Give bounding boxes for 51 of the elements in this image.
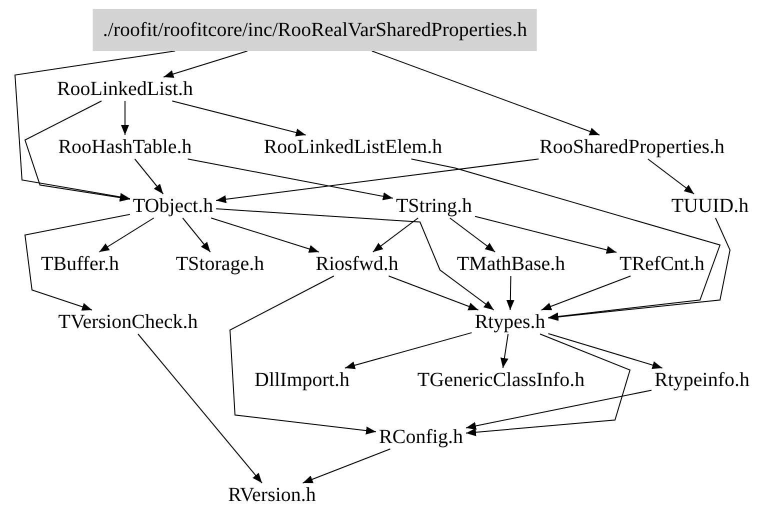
arrow — [98, 218, 154, 252]
file-label: TString.h — [392, 194, 476, 218]
file-label: TStorage.h — [172, 252, 268, 276]
arrow — [410, 158, 721, 320]
arrow — [210, 218, 320, 253]
arrow — [216, 208, 494, 310]
arrow — [172, 100, 306, 136]
arrow — [229, 276, 376, 434]
arrow — [466, 390, 652, 430]
arrow — [163, 50, 248, 78]
arrow — [302, 448, 391, 484]
arrow — [548, 218, 731, 321]
file-label: RVersion.h — [225, 483, 319, 507]
file-label: DllImport.h — [252, 368, 352, 392]
arrow — [372, 218, 419, 252]
arrow — [500, 334, 509, 368]
file-label: TUUID.h — [668, 194, 752, 218]
arrow — [466, 334, 631, 436]
arrow — [388, 276, 479, 310]
arrow — [474, 216, 617, 254]
file-label: TMathBase.h — [454, 252, 568, 276]
arrow — [216, 158, 540, 204]
file-label: RooLinkedList.h — [54, 77, 196, 101]
file-label: TRefCnt.h — [616, 252, 708, 276]
arrow — [647, 158, 695, 194]
arrow — [187, 158, 394, 200]
arrow — [548, 333, 663, 369]
arrow — [506, 276, 514, 310]
file-label: RooLinkedListElem.h — [260, 135, 446, 159]
file-label: Riosfwd.h — [312, 252, 402, 276]
arrow — [14, 50, 176, 201]
file-box: ./roofit/roofitcore/inc/RooRealVarSharedProperties.h — [92, 9, 538, 51]
file-label: TGenericClassInfo.h — [414, 368, 588, 392]
file-label: RooSharedProperties.h — [536, 135, 728, 159]
arrow — [540, 276, 632, 310]
arrow — [138, 334, 262, 484]
arrow — [182, 218, 211, 252]
file-label: TBuffer.h — [38, 252, 122, 276]
arrow — [371, 50, 600, 136]
file-label: Rtypeinfo.h — [652, 368, 752, 392]
file-label: RConfig.h — [376, 425, 466, 449]
arrow — [24, 100, 130, 202]
file-label: Rtypes.h — [472, 310, 548, 334]
arrow — [344, 332, 472, 370]
arrow — [24, 214, 130, 311]
file-label: TVersionCheck.h — [55, 310, 201, 334]
arrow — [449, 218, 496, 252]
arrow — [121, 100, 129, 136]
arrow — [134, 158, 164, 194]
file-label: TObject.h — [130, 194, 216, 218]
file-label: RooHashTable.h — [55, 135, 195, 159]
